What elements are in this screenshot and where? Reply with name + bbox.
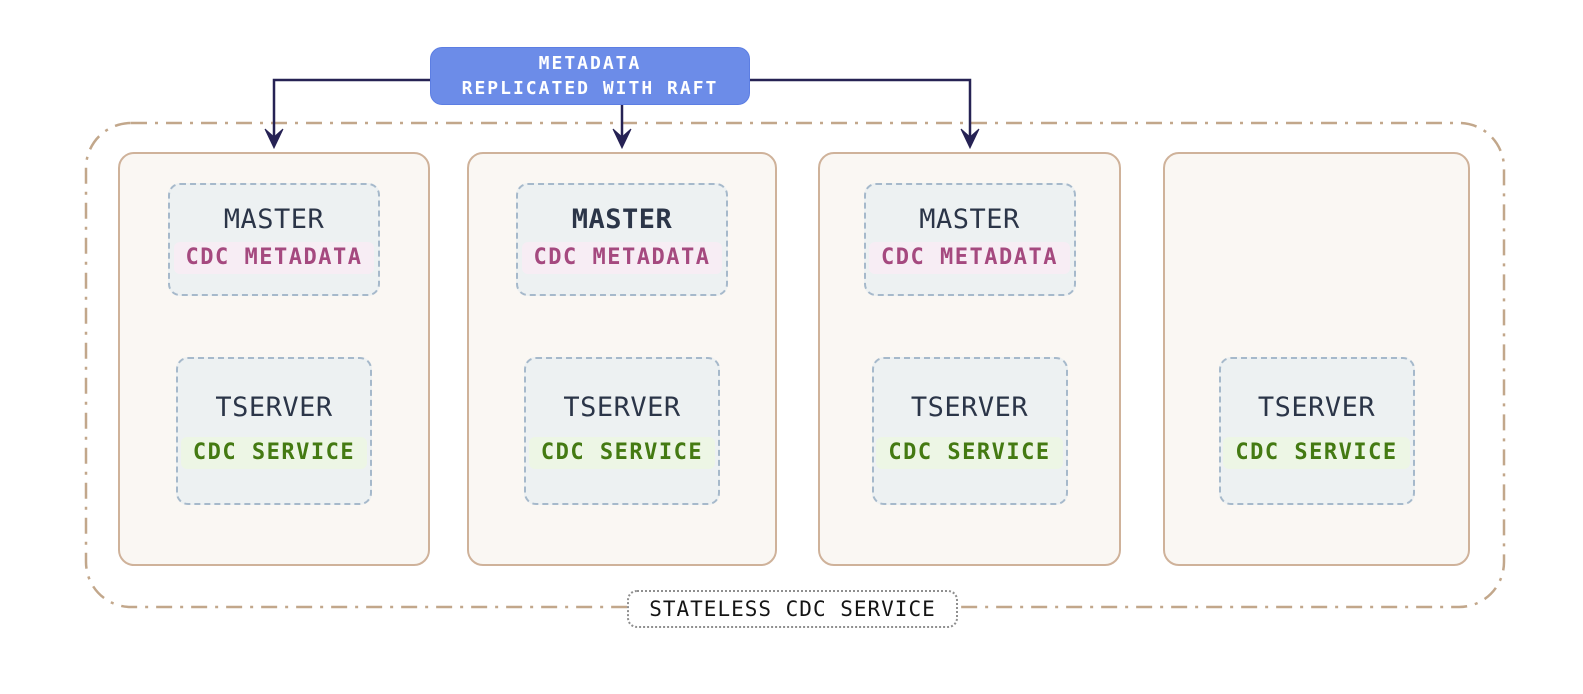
node-2-tserver-box: TSERVER CDC SERVICE bbox=[524, 357, 720, 505]
node-3-tserver-label: TSERVER bbox=[910, 391, 1029, 423]
node-3-cdc-metadata-badge: CDC METADATA bbox=[869, 241, 1070, 274]
node-4: TSERVER CDC SERVICE bbox=[1163, 152, 1470, 566]
node-1: MASTER CDC METADATA TSERVER CDC SERVICE bbox=[118, 152, 430, 566]
node-4-tserver-box: TSERVER CDC SERVICE bbox=[1218, 357, 1415, 505]
raft-arrow-middle-head-icon bbox=[612, 128, 632, 150]
node-3-cdc-service-badge: CDC SERVICE bbox=[876, 436, 1063, 469]
metadata-banner-line1: METADATA bbox=[538, 53, 642, 74]
metadata-replicated-banner: METADATA REPLICATED WITH RAFT bbox=[430, 47, 750, 105]
stateless-cdc-service-label: STATELESS CDC SERVICE bbox=[627, 590, 958, 628]
node-3-master-label: MASTER bbox=[919, 203, 1020, 235]
raft-arrow-right-head-icon bbox=[960, 128, 980, 150]
node-1-tserver-box: TSERVER CDC SERVICE bbox=[176, 357, 372, 505]
raft-arrow-left-head-icon bbox=[264, 128, 284, 150]
node-3-master-box: MASTER CDC METADATA bbox=[863, 183, 1076, 296]
node-1-cdc-service-badge: CDC SERVICE bbox=[180, 436, 368, 469]
node-1-tserver-label: TSERVER bbox=[215, 391, 333, 423]
metadata-banner-line2: REPLICATED WITH RAFT bbox=[461, 78, 719, 99]
node-4-cdc-service-badge: CDC SERVICE bbox=[1223, 436, 1410, 469]
node-1-master-box: MASTER CDC METADATA bbox=[168, 183, 380, 296]
node-2-cdc-metadata-badge: CDC METADATA bbox=[521, 241, 723, 274]
raft-arrow-right-line bbox=[750, 78, 972, 140]
node-2-tserver-label: TSERVER bbox=[563, 391, 681, 423]
node-2-master-box: MASTER CDC METADATA bbox=[516, 183, 728, 296]
raft-arrow-left-line bbox=[272, 78, 430, 140]
node-4-tserver-label: TSERVER bbox=[1257, 391, 1376, 423]
node-2-cdc-service-badge: CDC SERVICE bbox=[528, 436, 716, 469]
stateless-cdc-service-text: STATELESS CDC SERVICE bbox=[649, 597, 936, 621]
node-2-master-label: MASTER bbox=[571, 203, 673, 235]
node-2: MASTER CDC METADATA TSERVER CDC SERVICE bbox=[467, 152, 777, 566]
node-1-cdc-metadata-badge: CDC METADATA bbox=[173, 241, 375, 274]
node-3: MASTER CDC METADATA TSERVER CDC SERVICE bbox=[818, 152, 1121, 566]
node-1-master-label: MASTER bbox=[223, 203, 325, 235]
node-3-tserver-box: TSERVER CDC SERVICE bbox=[871, 357, 1068, 505]
